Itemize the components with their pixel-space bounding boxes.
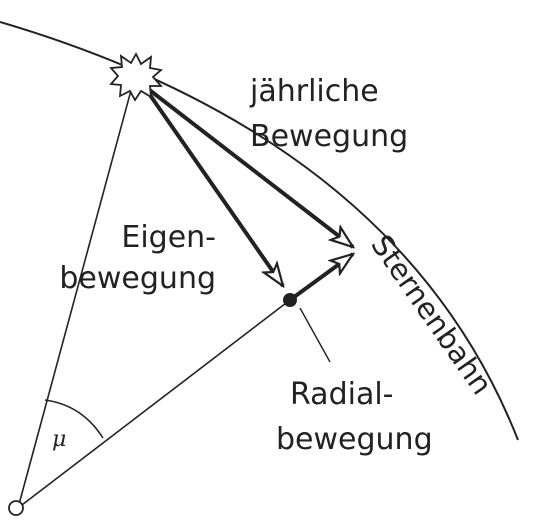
star-icon xyxy=(109,52,164,102)
label-proper-motion-line1: Eigen- xyxy=(121,220,216,255)
proper-motion-arrow xyxy=(141,83,283,286)
sightline-to-star xyxy=(17,82,134,509)
label-annual-motion-line2: Bewegung xyxy=(250,119,408,154)
radial-motion-arrow xyxy=(288,254,353,302)
label-radial-motion-line1: Radial- xyxy=(290,377,394,412)
label-proper-motion-line2: bewegung xyxy=(59,261,216,296)
sightline-to-new-position xyxy=(17,299,291,509)
observer-point-icon xyxy=(8,500,24,516)
radial-label-leader xyxy=(299,307,331,363)
label-radial-motion-line2: bewegung xyxy=(276,422,433,457)
label-star-path: Sternenbahn xyxy=(364,229,499,401)
angle-arc xyxy=(44,399,104,439)
angle-symbol: μ xyxy=(52,427,66,452)
star-position-dot-icon xyxy=(283,293,297,307)
annual-motion-arrow xyxy=(141,83,353,247)
label-annual-motion-line1: jährliche xyxy=(249,74,379,109)
star-path-curve xyxy=(0,21,519,441)
